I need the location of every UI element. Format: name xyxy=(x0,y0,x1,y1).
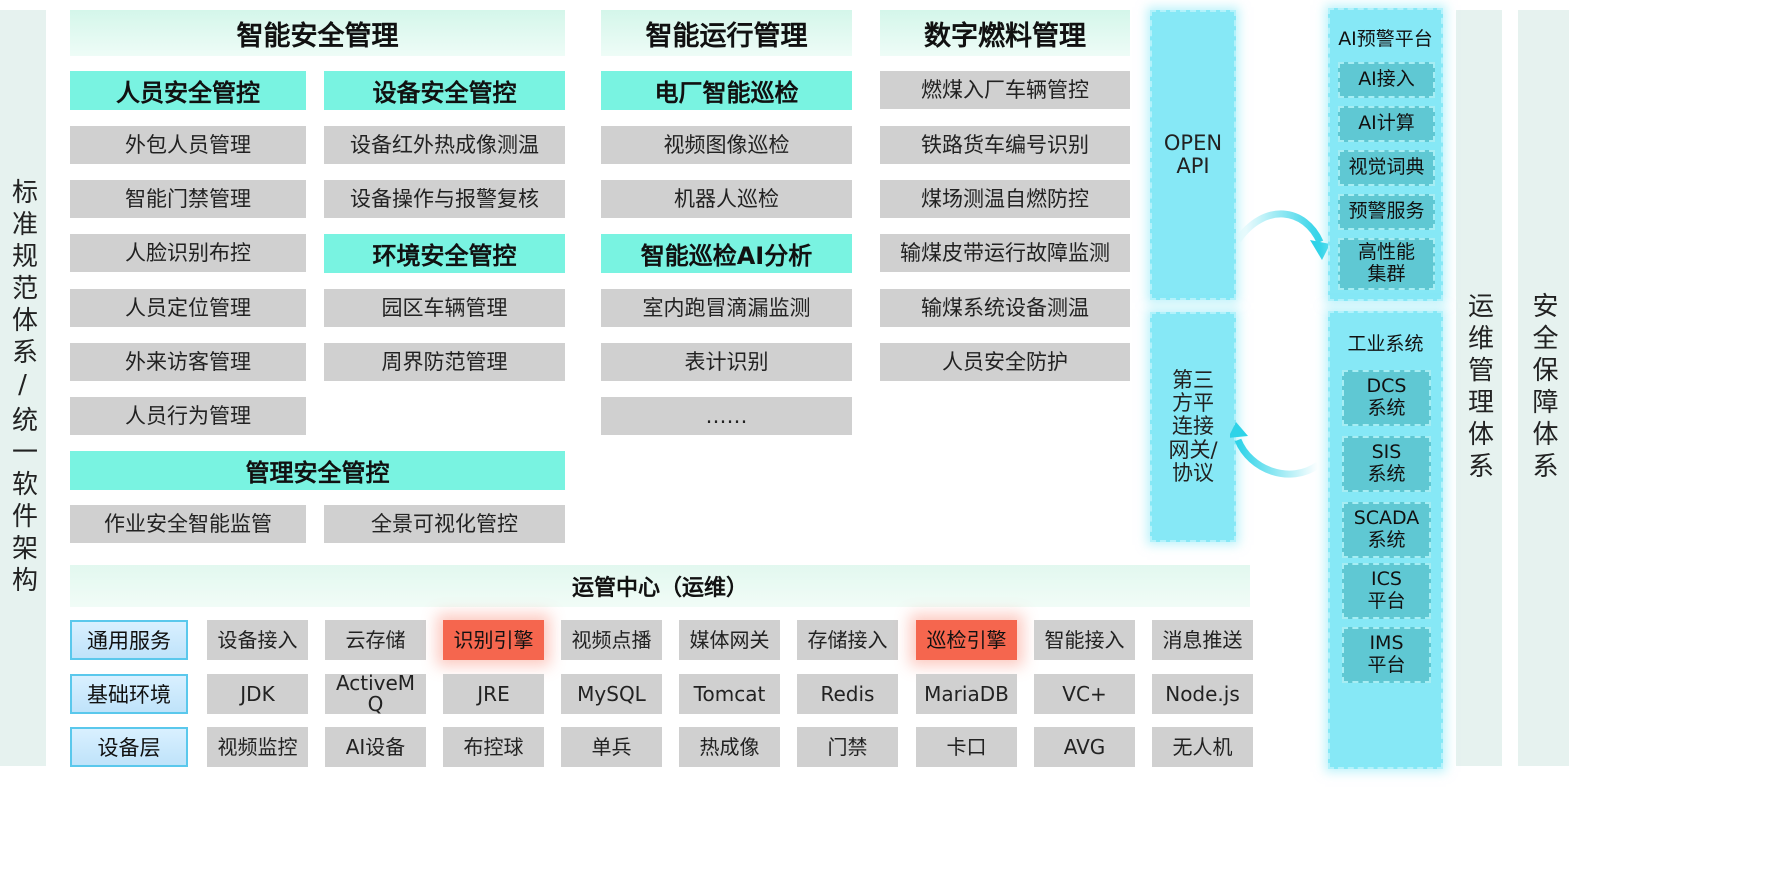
fuel-item: 铁路货车编号识别 xyxy=(880,126,1130,164)
base-environment-row-item: Node.js xyxy=(1152,674,1253,714)
fuel-item: 煤场测温自燃防控 xyxy=(880,180,1130,218)
general-services-row-label: 通用服务 xyxy=(70,620,188,660)
ai-platform-item: 预警服务 xyxy=(1338,194,1435,230)
personnel-item: 外包人员管理 xyxy=(70,126,306,164)
management-item: 作业安全智能监管 xyxy=(70,505,306,543)
base-environment-row-item: VC+ xyxy=(1034,674,1135,714)
general-services-row-item: 消息推送 xyxy=(1152,620,1253,660)
general-services-row-item: 存储接入 xyxy=(797,620,898,660)
device-layer-row-item: 门禁 xyxy=(797,727,898,767)
standards-strip-label: 标准规范体系/统一软件架构 xyxy=(7,178,38,598)
base-environment-row-item: Tomcat xyxy=(679,674,780,714)
general-services-row-item: 设备接入 xyxy=(207,620,308,660)
ai-analysis-item: 室内跑冒滴漏监测 xyxy=(601,289,852,327)
base-environment-row-item: JDK xyxy=(207,674,308,714)
industrial-system-item: IMS 平台 xyxy=(1342,627,1431,683)
base-environment-row-item: JRE xyxy=(443,674,544,714)
ops-mgmt-strip-label: 运维管理体系 xyxy=(1463,292,1494,484)
base-environment-row-item: ActiveM Q xyxy=(325,673,426,715)
base-environment-row-label: 基础环境 xyxy=(70,674,188,714)
device-layer-row-item: 热成像 xyxy=(679,727,780,767)
inspection-item: 视频图像巡检 xyxy=(601,126,852,164)
ai-platform-item: 视觉词典 xyxy=(1338,150,1435,186)
base-environment-row-item: Redis xyxy=(797,674,898,714)
connection-arrows xyxy=(1230,210,1330,478)
fuel-item: 人员安全防护 xyxy=(880,343,1130,381)
device-layer-row-label: 设备层 xyxy=(70,727,188,767)
environment-item: 园区车辆管理 xyxy=(324,289,565,327)
open-api-panel: OPEN API xyxy=(1150,10,1236,300)
security-strip-label: 安全保障体系 xyxy=(1528,292,1558,484)
ops-center-header: 运管中心（运维） xyxy=(70,565,1250,607)
engine-item-highlighted: 识别引擎 xyxy=(443,620,544,660)
environment-item: 周界防范管理 xyxy=(324,343,565,381)
smart-safety-header: 智能安全管理 xyxy=(70,10,565,56)
arrow-to-ai-platform xyxy=(1235,210,1324,244)
arrowhead-right xyxy=(1310,240,1330,260)
personnel-item: 人员行为管理 xyxy=(70,397,306,435)
standards-strip: 标准规范体系/统一软件架构 xyxy=(0,10,46,766)
ai-analysis-item: …… xyxy=(601,397,852,435)
equipment-safety-category: 设备安全管控 xyxy=(324,71,565,110)
personnel-item: 人员定位管理 xyxy=(70,289,306,327)
equipment-item: 设备红外热成像测温 xyxy=(324,126,565,164)
personnel-safety-category: 人员安全管控 xyxy=(70,71,306,110)
device-layer-row-item: 单兵 xyxy=(561,727,662,767)
device-layer-row-item: 卡口 xyxy=(916,727,1017,767)
arrowhead-left xyxy=(1230,422,1248,438)
inspection-item: 机器人巡检 xyxy=(601,180,852,218)
device-layer-row-item: 视频监控 xyxy=(207,727,308,767)
industrial-systems-panel: 工业系统 DCS 系统 SIS 系统 SCADA 系统 ICS 平台 IMS 平… xyxy=(1328,311,1443,769)
personnel-item: 智能门禁管理 xyxy=(70,180,306,218)
equipment-item: 设备操作与报警复核 xyxy=(324,180,565,218)
ai-platform-item: AI接入 xyxy=(1338,62,1435,98)
base-environment-row-item: MySQL xyxy=(561,674,662,714)
general-services-row-item: 智能接入 xyxy=(1034,620,1135,660)
management-safety-category: 管理安全管控 xyxy=(70,451,565,490)
general-services-row-item: 媒体网关 xyxy=(679,620,780,660)
industrial-systems-title: 工业系统 xyxy=(1347,332,1424,355)
general-services-row-item: 云存储 xyxy=(325,620,426,660)
third-party-gateway-panel: 第三 方平 连接 网关/ 协议 xyxy=(1150,312,1236,542)
ops-mgmt-strip: 运维管理体系 xyxy=(1456,10,1502,766)
management-item: 全景可视化管控 xyxy=(324,505,565,543)
industrial-system-item: SIS 系统 xyxy=(1342,436,1431,492)
personnel-item: 人脸识别布控 xyxy=(70,234,306,272)
ai-platform-title: AI预警平台 xyxy=(1338,27,1433,50)
fuel-item: 燃煤入厂车辆管控 xyxy=(880,71,1130,109)
device-layer-row-item: 无人机 xyxy=(1152,727,1253,767)
device-layer-row-item: AVG xyxy=(1034,727,1135,767)
ai-analysis-item: 表计识别 xyxy=(601,343,852,381)
ai-platform-panel: AI预警平台 AI接入 AI计算 视觉词典 预警服务 高性能 集群 xyxy=(1328,8,1443,301)
environment-safety-category: 环境安全管控 xyxy=(324,234,565,273)
industrial-system-item: DCS 系统 xyxy=(1342,370,1431,426)
fuel-item: 输煤皮带运行故障监测 xyxy=(880,234,1130,272)
ai-analysis-category: 智能巡检AI分析 xyxy=(601,234,852,273)
smart-operation-header: 智能运行管理 xyxy=(601,10,852,56)
arrow-to-gateway xyxy=(1234,438,1321,478)
device-layer-row-item: 布控球 xyxy=(443,727,544,767)
base-environment-row-item: MariaDB xyxy=(916,674,1017,714)
plant-inspection-category: 电厂智能巡检 xyxy=(601,71,852,110)
personnel-item: 外来访客管理 xyxy=(70,343,306,381)
industrial-system-item: ICS 平台 xyxy=(1342,563,1431,619)
fuel-item: 输煤系统设备测温 xyxy=(880,289,1130,327)
security-strip: 安全保障体系 xyxy=(1518,10,1569,766)
digital-fuel-header: 数字燃料管理 xyxy=(880,10,1130,56)
ai-platform-item: AI计算 xyxy=(1338,106,1435,142)
device-layer-row-item: AI设备 xyxy=(325,727,426,767)
general-services-row-item: 视频点播 xyxy=(561,620,662,660)
engine-item-highlighted: 巡检引擎 xyxy=(916,620,1017,660)
industrial-system-item: SCADA 系统 xyxy=(1342,502,1431,558)
ai-platform-item: 高性能 集群 xyxy=(1338,238,1435,290)
